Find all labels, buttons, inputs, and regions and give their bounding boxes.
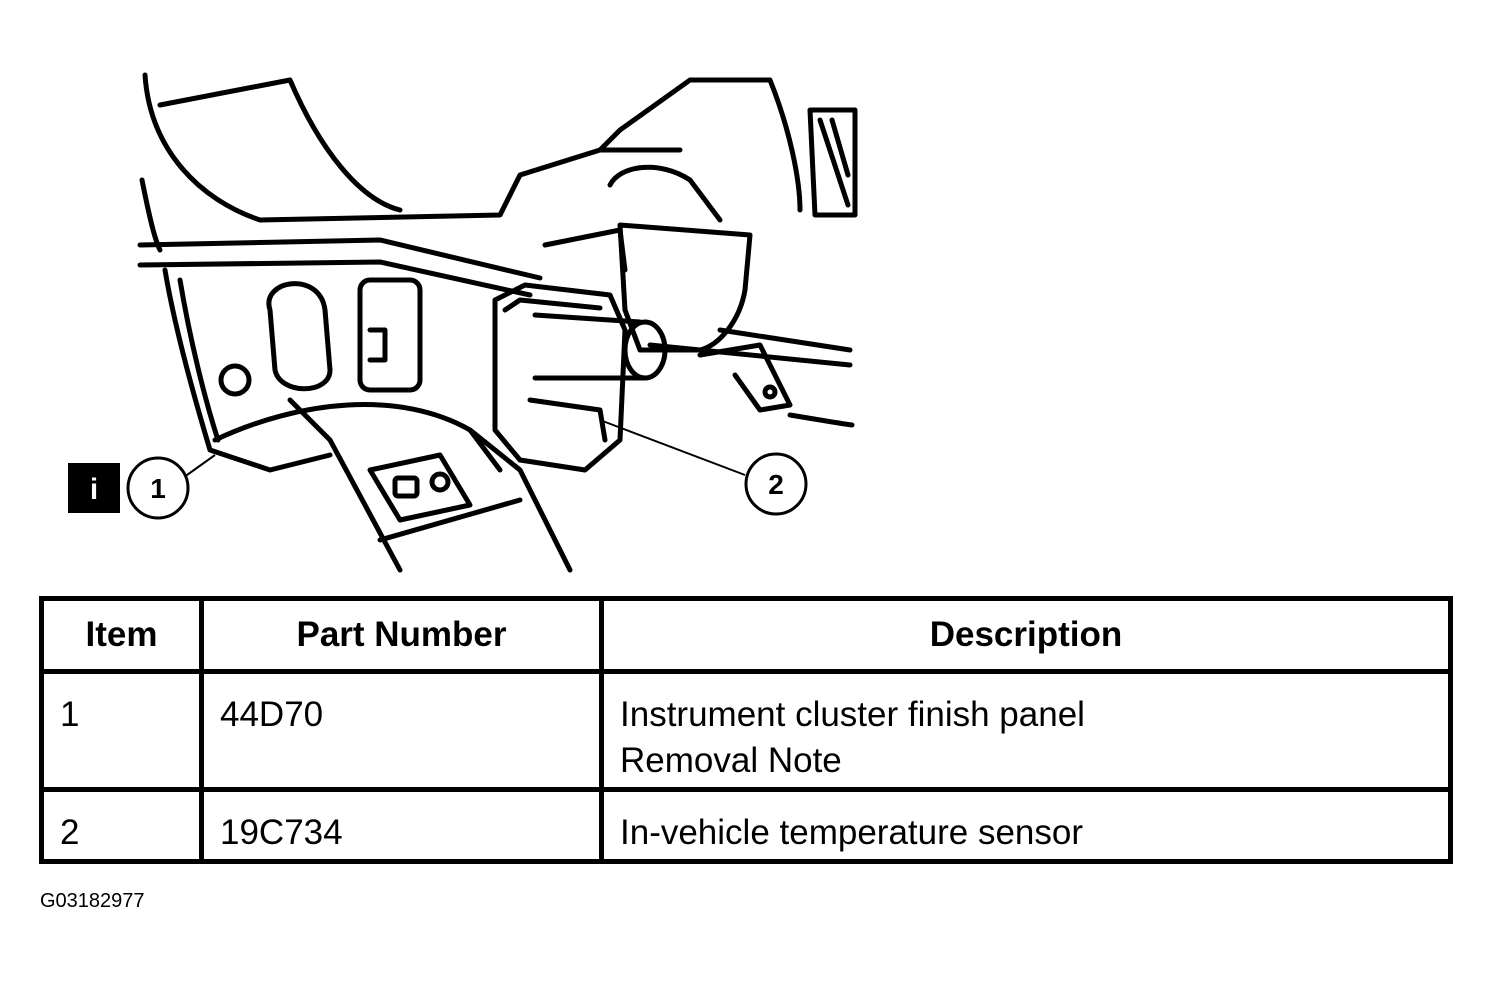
- callout-2-label: 2: [768, 469, 784, 500]
- cluster-oval: [266, 281, 333, 392]
- header-description: Description: [599, 596, 1453, 674]
- callout-1-label: 1: [150, 473, 166, 504]
- header-part-number: Part Number: [199, 596, 604, 674]
- trim-line-2: [137, 259, 533, 298]
- row-2-item: 2: [39, 787, 204, 864]
- row-2-description: In-vehicle temperature sensor: [599, 787, 1453, 864]
- trim-line-1: [137, 237, 543, 281]
- row-2-description-line-1: In-vehicle temperature sensor: [620, 813, 1083, 852]
- bracket: [697, 342, 793, 413]
- dash-upper-panel: [142, 72, 683, 223]
- cluster-module-tab: [367, 327, 388, 363]
- dash-upper-panel-inner: [157, 77, 403, 213]
- sensor-housing-inner: [502, 297, 603, 313]
- info-badge-bg: [68, 463, 120, 513]
- figure-id: G03182977: [40, 890, 145, 912]
- row-1-description-line-1: Instrument cluster finish panel: [620, 695, 1085, 734]
- duct-upper: [597, 77, 803, 213]
- row-1-description: Instrument cluster finish panel Removal …: [599, 669, 1453, 792]
- duct-outlet-lines: [817, 117, 851, 208]
- duct-connector: [542, 227, 628, 273]
- right-rail: [647, 342, 853, 368]
- table-header-row: Item Part Number Description: [39, 596, 1453, 674]
- dash-left-edge: [139, 177, 163, 253]
- console-side-left: [287, 397, 403, 573]
- table-row: 1 44D70 Instrument cluster finish panel …: [39, 669, 1453, 792]
- sensor-clip: [527, 397, 608, 443]
- duct-outlet: [807, 107, 858, 218]
- cluster-module: [357, 277, 423, 393]
- row-1-description-line-2[interactable]: Removal Note: [620, 741, 842, 780]
- duct-mid: [607, 164, 723, 223]
- console-slot: [367, 452, 473, 523]
- parts-table: Item Part Number Description 1 44D70 Ins…: [39, 596, 1453, 864]
- console-knob: [429, 471, 451, 493]
- finish-panel-inner: [177, 277, 221, 443]
- bracket-hole: [762, 384, 778, 400]
- info-badge-icon: i: [90, 473, 98, 506]
- row-1-part-number: 44D70: [199, 669, 604, 792]
- console-side-right: [467, 427, 573, 573]
- row-1-item: 1: [39, 669, 204, 792]
- console-top: [212, 402, 503, 473]
- callout-2-circle: [744, 452, 808, 516]
- finish-panel-outline: [162, 267, 333, 473]
- console-base: [377, 497, 523, 543]
- row-2-part-number: 19C734: [199, 787, 604, 864]
- right-curve: [787, 412, 855, 428]
- console-switch: [392, 475, 420, 499]
- sensor-barrel: [532, 312, 648, 381]
- right-rail-2: [717, 327, 853, 353]
- header-item: Item: [39, 596, 204, 674]
- callout-1-circle: [126, 456, 190, 520]
- dashboard-illustration: i 1 2: [68, 72, 858, 573]
- leader-line-2: [599, 419, 746, 476]
- panel-fastener: [218, 363, 252, 397]
- sensor-housing: [492, 282, 628, 473]
- table-row: 2 19C734 In-vehicle temperature sensor: [39, 787, 1453, 864]
